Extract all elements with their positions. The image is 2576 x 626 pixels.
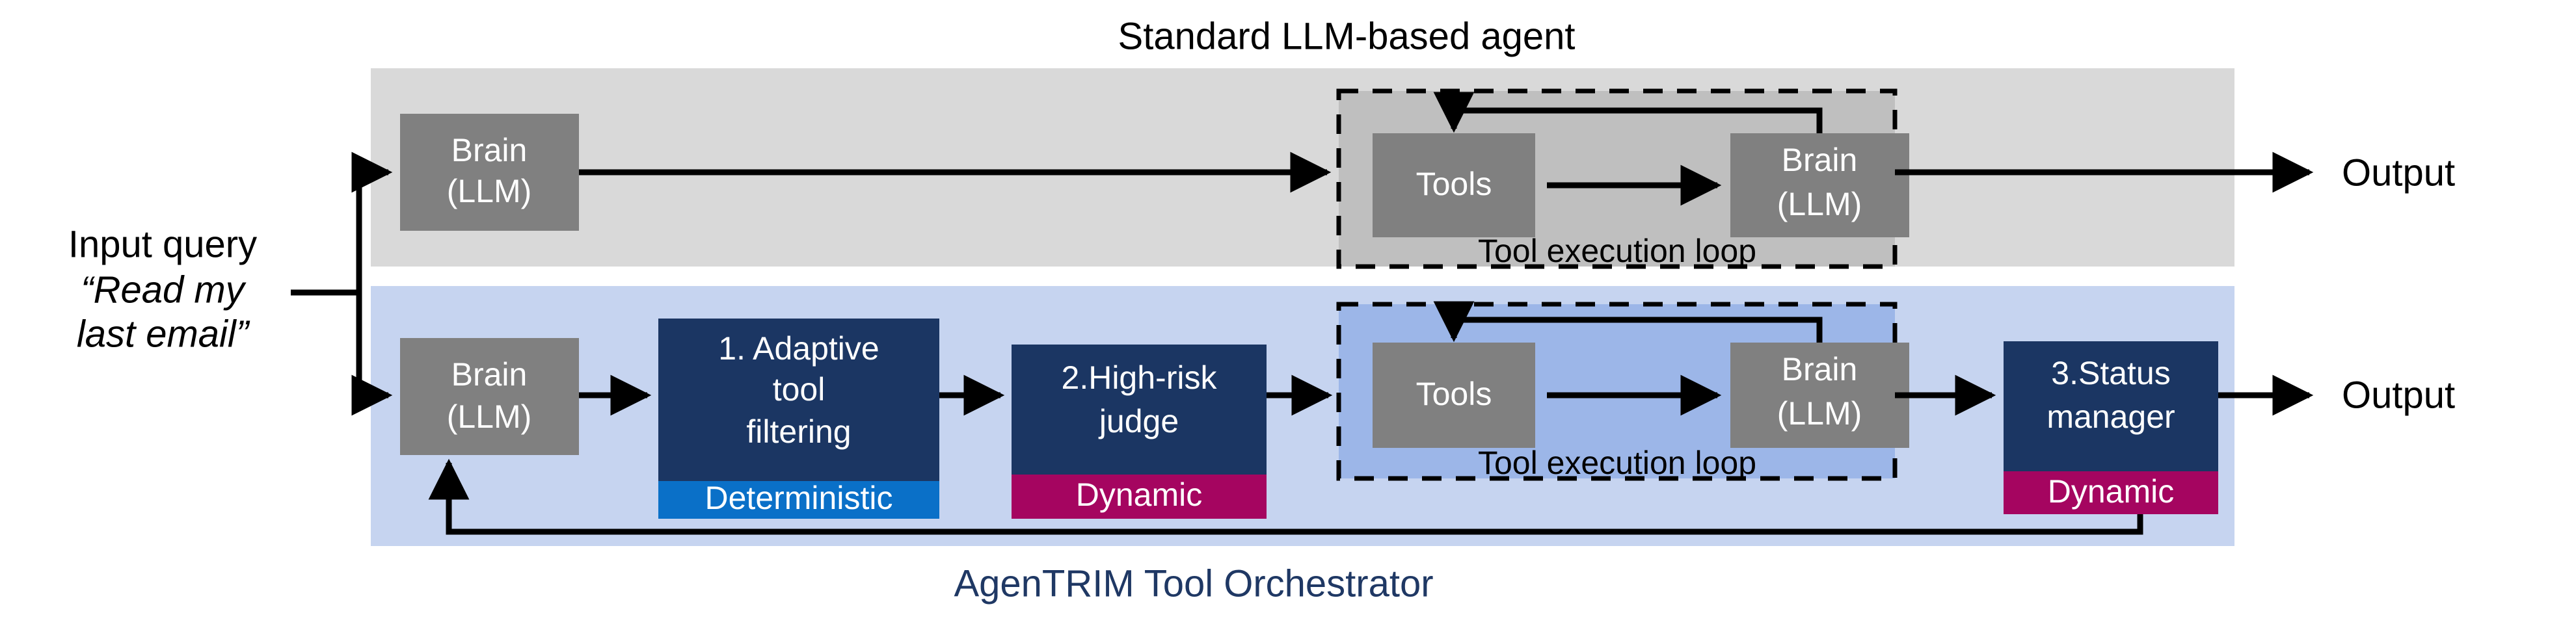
stage-1-title-line3: filtering [746,413,851,450]
top-loop-label: Tool execution loop [1478,233,1756,269]
stage-2-box[interactable] [1012,345,1267,481]
bottom-tools-label: Tools [1416,376,1492,412]
bottom-tools-box[interactable] [1373,343,1535,448]
orchestrator-feedback-arrow [428,458,2143,535]
top-brain-box[interactable] [400,114,579,231]
stage-2-title-line1: 2.High-risk [1062,359,1218,396]
bottom-output-label: Output [2342,374,2455,416]
input-query-label: Input query [68,223,257,265]
top-output-label: Output [2342,151,2455,194]
stage-3-band-label: Dynamic [2048,473,2174,510]
stage-3-band [2004,471,2218,514]
bottom-brain-label-line1: Brain [451,356,528,393]
bottom-brain-box[interactable] [400,338,579,455]
top-tools-label: Tools [1416,166,1492,202]
bottom-brain-label-line2: (LLM) [447,398,532,435]
stage-3-title-line2: manager [2046,398,2175,435]
stage-2-title-line2: judge [1098,403,1179,439]
bottom-loop-brain-box[interactable] [1730,343,1909,448]
agentrim-caption: AgenTRIM Tool Orchestrator [954,562,1433,605]
top-tools-box[interactable] [1373,133,1535,237]
top-loop-brain-box[interactable] [1730,133,1909,237]
stage-1-band [658,481,939,519]
input-query-quote-line2: last email” [77,313,250,355]
stage-2-band [1012,475,1267,519]
stage-3-title-line1: 3.Status [2051,355,2170,391]
bottom-loop-brain-label-line2: (LLM) [1777,395,1862,432]
agentrim-panel [371,286,2234,546]
top-brain-label-line2: (LLM) [447,173,532,209]
input-query-quote-line1: “Read my [81,268,246,311]
top-brain-label-line1: Brain [451,132,528,168]
top-panel-title: Standard LLM-based agent [1118,15,1576,57]
stage-1-title-line2: tool [773,371,825,408]
stage-1-box[interactable] [658,319,939,481]
top-loop-brain-label-line2: (LLM) [1777,186,1862,222]
stage-3-box[interactable] [2004,341,2218,471]
stage-2-band-label: Dynamic [1076,476,1202,513]
stage-1-band-label: Deterministic [705,480,893,516]
top-loop-feedback-arrow [1433,92,1823,133]
stage-1-title-line1: 1. Adaptive [718,330,879,367]
top-loop-brain-label-line1: Brain [1782,142,1858,178]
bottom-loop-label: Tool execution loop [1478,445,1756,481]
standard-agent-panel [371,68,2234,267]
bottom-loop-brain-label-line1: Brain [1782,351,1858,387]
bottom-loop-feedback-arrow [1433,301,1823,343]
